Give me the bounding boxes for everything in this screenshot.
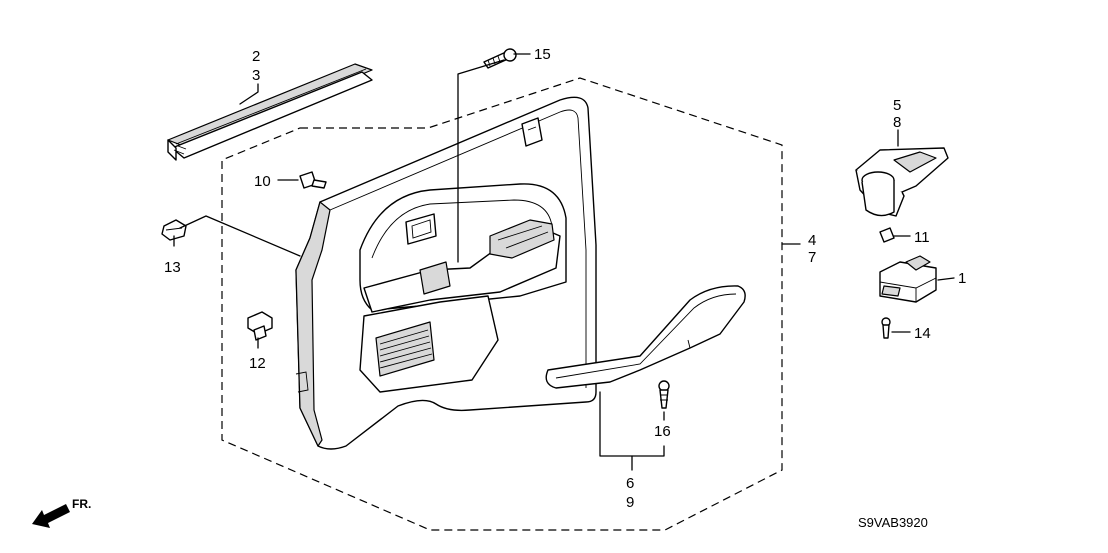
- front-label: FR.: [72, 497, 91, 511]
- callout-7: 7: [808, 249, 816, 266]
- clip-part-12: [247, 311, 273, 341]
- callout-16: 16: [654, 423, 671, 440]
- cup-holder-part: [855, 147, 949, 217]
- callout-15: 15: [534, 46, 551, 63]
- nut-part-11: [879, 227, 895, 243]
- callout-9: 9: [626, 494, 634, 511]
- callout-2: 2: [252, 48, 260, 65]
- callout-12: 12: [249, 355, 266, 372]
- callout-11: 11: [914, 229, 930, 246]
- screw-part-14: [881, 317, 891, 339]
- weatherstrip-part: [167, 63, 373, 161]
- screw-part-16: [658, 380, 670, 409]
- callout-5: 5: [893, 97, 901, 114]
- callout-6: 6: [626, 475, 634, 492]
- door-lining-part: [295, 96, 597, 450]
- armrest-part: [545, 285, 746, 389]
- switch-part: [879, 255, 937, 303]
- leader-lines: [173, 53, 955, 471]
- callout-14: 14: [914, 325, 931, 342]
- callout-1: 1: [958, 270, 966, 287]
- clip-part-13: [161, 219, 187, 241]
- callout-8: 8: [893, 114, 901, 131]
- front-arrow-icon: [32, 504, 70, 528]
- callout-3: 3: [252, 67, 260, 84]
- front-direction-indicator: FR.: [32, 497, 91, 528]
- clip-part-10: [299, 171, 327, 189]
- callout-13: 13: [164, 259, 181, 276]
- callout-labels: 2 3 15 10 13 12 4 7 5 8 11 1 14 16 6 9: [164, 46, 966, 511]
- assembly-boundary: [221, 77, 783, 531]
- diagram-code: S9VAB3920: [858, 515, 928, 530]
- callout-4: 4: [808, 232, 816, 249]
- callout-10: 10: [254, 173, 271, 190]
